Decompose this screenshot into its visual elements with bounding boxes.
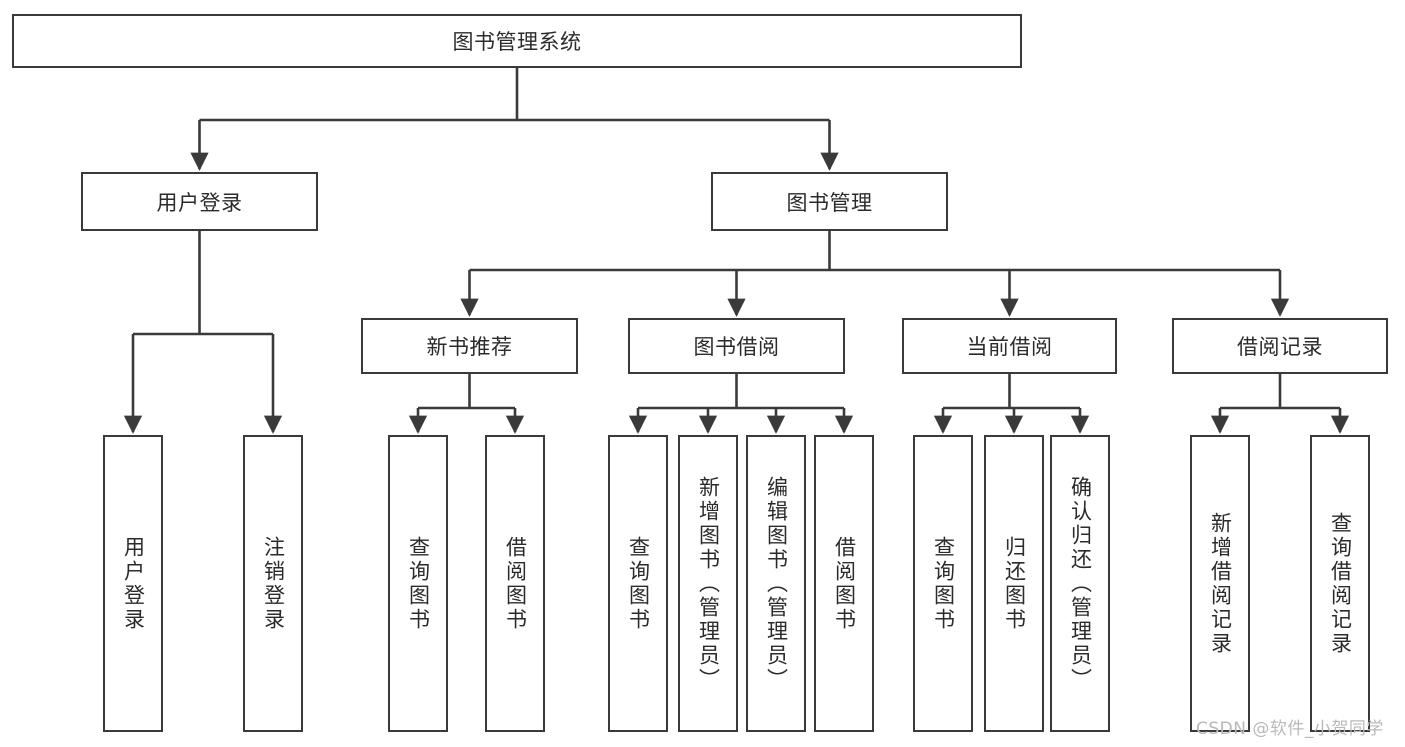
node-borrow-book-recommend[interactable]: 借阅图书 xyxy=(485,435,545,732)
node-edit-book-admin[interactable]: 编辑图书（管理员） xyxy=(746,435,806,732)
node-add-borrow-record[interactable]: 新增借阅记录 xyxy=(1190,435,1250,732)
node-borrow-record[interactable]: 借阅记录 xyxy=(1172,318,1388,374)
node-borrow-book-action[interactable]: 借阅图书 xyxy=(814,435,874,732)
node-user-logout[interactable]: 注销登录 xyxy=(243,435,303,732)
node-query-book-current[interactable]: 查询图书 xyxy=(913,435,973,732)
node-label: 借阅图书 xyxy=(832,535,857,632)
node-confirm-return-admin[interactable]: 确认归还（管理员） xyxy=(1050,435,1110,732)
node-query-borrow-record[interactable]: 查询借阅记录 xyxy=(1310,435,1370,732)
node-current-borrow[interactable]: 当前借阅 xyxy=(902,318,1117,374)
node-query-book-borrow[interactable]: 查询图书 xyxy=(608,435,668,732)
node-user-login-action[interactable]: 用户登录 xyxy=(103,435,163,732)
node-label: 借阅图书 xyxy=(503,535,528,632)
node-label: 查询借阅记录 xyxy=(1328,511,1353,656)
node-label: 查询图书 xyxy=(406,535,431,632)
node-label: 归还图书 xyxy=(1002,535,1027,632)
node-book-manage[interactable]: 图书管理 xyxy=(711,172,948,231)
node-new-book-recommend[interactable]: 新书推荐 xyxy=(361,318,578,374)
node-query-book-recommend[interactable]: 查询图书 xyxy=(388,435,448,732)
node-add-book-admin[interactable]: 新增图书（管理员） xyxy=(678,435,738,732)
node-label: 查询图书 xyxy=(931,535,956,632)
node-return-book[interactable]: 归还图书 xyxy=(984,435,1044,732)
node-label: 新增借阅记录 xyxy=(1208,511,1233,656)
node-label: 用户登录 xyxy=(121,535,146,632)
node-label: 查询图书 xyxy=(626,535,651,632)
node-book-borrow[interactable]: 图书借阅 xyxy=(628,318,845,374)
node-label: 编辑图书（管理员） xyxy=(764,475,789,692)
node-label: 新增图书（管理员） xyxy=(696,475,721,692)
node-root-book-management-system[interactable]: 图书管理系统 xyxy=(12,14,1022,68)
node-label: 确认归还（管理员） xyxy=(1068,475,1093,692)
node-user-login[interactable]: 用户登录 xyxy=(81,172,318,231)
node-label: 注销登录 xyxy=(261,535,286,632)
csdn-watermark: CSDN @软件_小贺同学 xyxy=(1196,719,1384,739)
